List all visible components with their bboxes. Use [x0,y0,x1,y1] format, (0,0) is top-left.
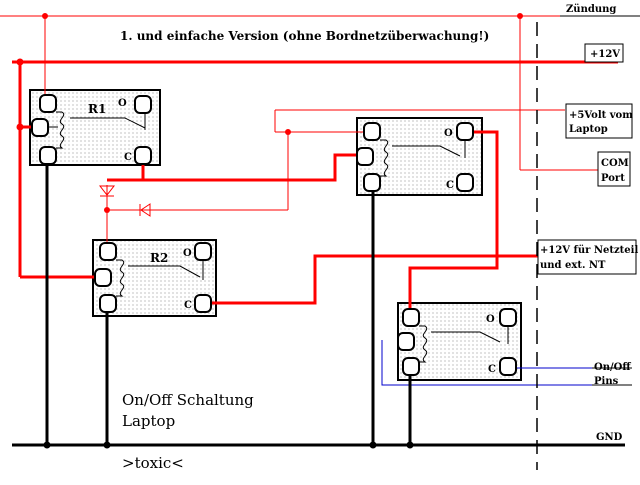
relay-r4-o: O [486,314,495,325]
relay-r3-o: O [444,128,453,139]
relay-r1-name: R1 [88,102,106,116]
relay-r1-internals [31,94,152,165]
label-12v: +12V [584,43,624,63]
junctions [16,13,523,449]
label-gnd: GND [596,432,623,443]
svg-text:Laptop: Laptop [569,124,608,135]
caption-line-2: Laptop [122,412,175,430]
r3-o-to-r4 [408,130,499,318]
relay-r1-o: O [118,98,127,109]
svg-text:Pins: Pins [594,376,619,387]
label-netzteil: +12V für Netzteil und ext. NT [537,239,638,275]
signature: >toxic< [122,454,184,472]
relay-r3-internals [356,122,474,192]
onoff-wire-1 [381,340,592,386]
svg-text:und ext. NT: und ext. NT [540,260,606,271]
relay-r1-c: C [124,152,132,163]
svg-text:COM: COM [601,158,629,169]
relay-r2-o: O [183,248,192,259]
diagram-title: 1. und einfache Version (ohne Bordnetzüb… [120,29,489,43]
svg-text:Port: Port [601,173,625,184]
relay-r3-c: C [446,180,454,191]
label-com-port: COM Port [597,151,631,187]
svg-text:GND: GND [596,432,623,443]
svg-text:Zündung: Zündung [566,4,616,15]
label-5v: +5Volt vom Laptop [565,103,633,139]
relay-r2-internals [94,242,212,313]
svg-text:+5Volt vom: +5Volt vom [569,110,633,121]
label-onoff-pins: On/Off Pins [592,362,632,387]
caption-line-1: On/Off Schaltung [122,391,254,409]
relay-r4-internals [397,308,517,376]
r2-c-to-netzteil [203,254,620,305]
relay-r2-c: C [184,300,192,311]
label-zuendung: Zündung [560,4,640,17]
relay-r2-name: R2 [150,251,168,265]
diode-2 [140,203,151,217]
svg-text:+12V für Netzteil: +12V für Netzteil [540,245,638,256]
svg-text:+12V: +12V [590,49,620,60]
diode-1 [98,185,116,196]
r1-c-to-r3 [141,153,362,182]
svg-text:On/Off: On/Off [594,362,631,373]
relay-r4-c: C [488,364,496,375]
